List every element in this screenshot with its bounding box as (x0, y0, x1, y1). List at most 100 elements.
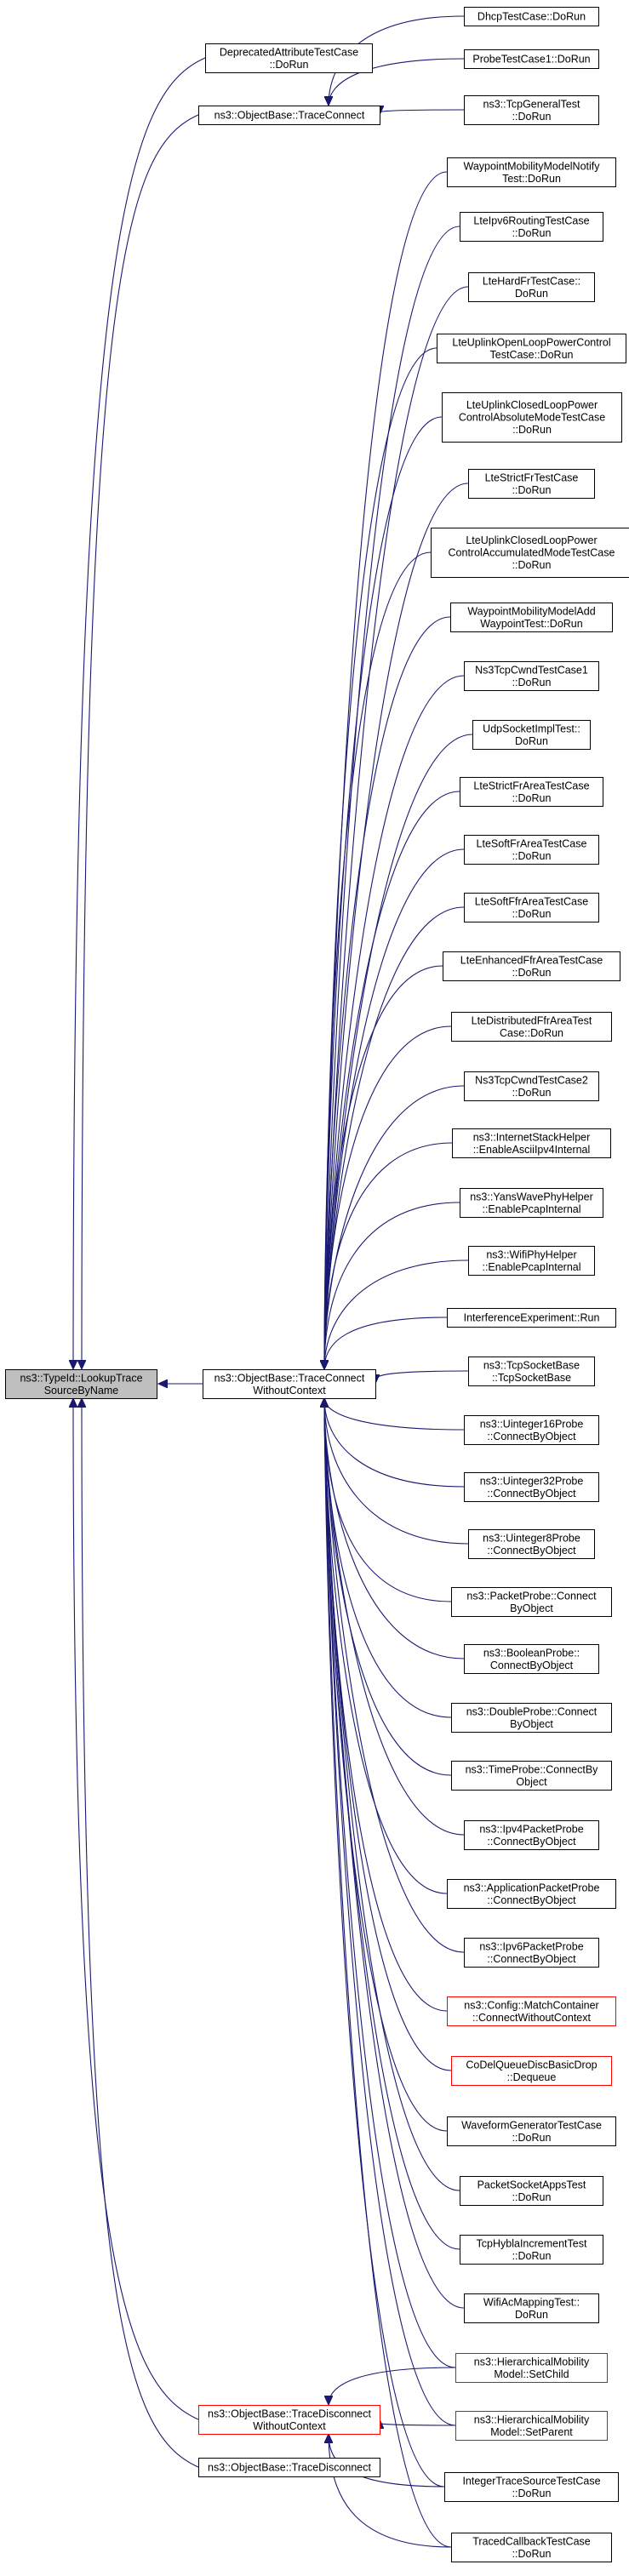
node-apppacketprobe[interactable]: ns3::ApplicationPacketProbe::ConnectByOb… (447, 1879, 616, 1909)
node-tcphybla[interactable]: TcpHyblaIncrementTest::DoRun (460, 2235, 603, 2265)
node-box[interactable] (447, 1996, 616, 2026)
node-doubleprobe[interactable]: ns3::DoubleProbe::ConnectByObject (451, 1703, 612, 1733)
node-packetprobe[interactable]: ns3::PacketProbe::ConnectByObject (451, 1587, 612, 1617)
node-ltesoftffrarea[interactable]: LteSoftFfrAreaTestCase::DoRun (464, 893, 599, 922)
node-tdwc[interactable]: ns3::ObjectBase::TraceDisconnectWithoutC… (198, 2405, 380, 2435)
node-box[interactable] (464, 1938, 599, 1968)
node-box[interactable] (444, 2472, 619, 2502)
node-box[interactable] (464, 49, 599, 69)
node-ltehardfr[interactable]: LteHardFrTestCase::DoRun (468, 272, 595, 302)
node-tracedcallback[interactable]: TracedCallbackTestCase::DoRun (451, 2533, 612, 2562)
node-udpsocket[interactable]: UdpSocketImplTest::DoRun (472, 720, 591, 750)
node-box[interactable] (451, 1587, 612, 1617)
node-wifiacmapping[interactable]: WifiAcMappingTest::DoRun (464, 2293, 599, 2323)
node-wpadd[interactable]: WaypointMobilityModelAddWaypointTest::Do… (450, 603, 613, 632)
node-uint8probe[interactable]: ns3::Uinteger8Probe::ConnectByObject (468, 1529, 595, 1559)
node-box[interactable] (468, 1529, 595, 1559)
node-box[interactable] (464, 1472, 599, 1502)
node-box[interactable] (451, 1703, 612, 1733)
node-box[interactable] (442, 392, 622, 443)
node-box[interactable] (5, 1369, 157, 1399)
node-ipv6packetprobe[interactable]: ns3::Ipv6PacketProbe::ConnectByObject (464, 1938, 599, 1968)
node-box[interactable] (464, 7, 599, 26)
node-interference[interactable]: InterferenceExperiment::Run (447, 1308, 616, 1328)
node-timeprobe[interactable]: ns3::TimeProbe::ConnectByObject (451, 1761, 612, 1791)
node-tcwc[interactable]: ns3::ObjectBase::TraceConnectWithoutCont… (203, 1369, 376, 1399)
node-box[interactable] (460, 1188, 603, 1218)
node-ipv4packetprobe[interactable]: ns3::Ipv4PacketProbe::ConnectByObject (464, 1820, 599, 1850)
node-booleanprobe[interactable]: ns3::BooleanProbe::ConnectByObject (464, 1644, 599, 1674)
node-tdisc[interactable]: ns3::ObjectBase::TraceDisconnect (198, 2458, 380, 2477)
node-box[interactable] (447, 157, 616, 187)
node-box[interactable] (447, 1308, 616, 1328)
node-lteenhffr[interactable]: LteEnhancedFfrAreaTestCase::DoRun (443, 951, 620, 981)
node-box[interactable] (451, 1761, 612, 1791)
node-lteulclosedacc[interactable]: LteUplinkClosedLoopPowerControlAccumulat… (431, 528, 629, 578)
node-box[interactable] (460, 212, 603, 242)
node-ltesoftfrarea[interactable]: LteSoftFrAreaTestCase::DoRun (464, 835, 599, 865)
node-ltestrictfr[interactable]: LteStrictFrTestCase::DoRun (468, 469, 595, 499)
node-box[interactable] (455, 2353, 608, 2383)
node-tcpsocketbase[interactable]: ns3::TcpSocketBase::TcpSocketBase (468, 1357, 595, 1386)
node-box[interactable] (443, 951, 620, 981)
node-box[interactable] (464, 893, 599, 922)
node-box[interactable] (464, 95, 599, 125)
node-box[interactable] (460, 2235, 603, 2265)
node-codel[interactable]: CoDelQueueDiscBasicDrop::Dequeue (451, 2056, 612, 2086)
node-yanswave[interactable]: ns3::YansWavePhyHelper::EnablePcapIntern… (460, 1188, 603, 1218)
node-box[interactable] (451, 2533, 612, 2562)
node-traceconnect[interactable]: ns3::ObjectBase::TraceConnect (198, 106, 380, 125)
node-matchcontainer[interactable]: ns3::Config::MatchContainer::ConnectWith… (447, 1996, 616, 2026)
node-box[interactable] (468, 1246, 595, 1276)
node-box[interactable] (450, 603, 613, 632)
node-ltipv6[interactable]: LteIpv6RoutingTestCase::DoRun (460, 212, 603, 242)
node-packetsocket[interactable]: PacketSocketAppsTest::DoRun (460, 2176, 603, 2206)
node-box[interactable] (198, 2458, 380, 2477)
node-ltestrictfrarea[interactable]: LteStrictFrAreaTestCase::DoRun (460, 777, 603, 807)
node-box[interactable] (464, 2293, 599, 2323)
node-box[interactable] (452, 1128, 611, 1158)
node-box[interactable] (460, 2176, 603, 2206)
node-box[interactable] (464, 1644, 599, 1674)
node-wifiphy[interactable]: ns3::WifiPhyHelper::EnablePcapInternal (468, 1246, 595, 1276)
node-box[interactable] (451, 1012, 612, 1042)
node-uint16probe[interactable]: ns3::Uinteger16Probe::ConnectByObject (464, 1415, 599, 1445)
node-box[interactable] (468, 272, 595, 302)
node-box[interactable] (468, 1357, 595, 1386)
node-tcpgeneral[interactable]: ns3::TcpGeneralTest::DoRun (464, 95, 599, 125)
node-box[interactable] (464, 1071, 599, 1101)
node-box[interactable] (464, 1820, 599, 1850)
node-box[interactable] (464, 835, 599, 865)
node-ns3tcpcwnd1[interactable]: Ns3TcpCwndTestCase1::DoRun (464, 661, 599, 691)
node-box[interactable] (464, 1415, 599, 1445)
node-box[interactable] (451, 2056, 612, 2086)
node-box[interactable] (447, 1879, 616, 1909)
node-inetstack[interactable]: ns3::InternetStackHelper::EnableAsciiIpv… (452, 1128, 611, 1158)
node-box[interactable] (431, 528, 629, 578)
node-box[interactable] (447, 2116, 616, 2146)
node-box[interactable] (472, 720, 591, 750)
node-hiersetparent[interactable]: ns3::HierarchicalMobilityModel::SetParen… (455, 2411, 608, 2441)
node-dhcp[interactable]: DhcpTestCase::DoRun (464, 7, 599, 26)
node-box[interactable] (203, 1369, 376, 1399)
node-box[interactable] (455, 2411, 608, 2441)
node-box[interactable] (460, 777, 603, 807)
node-box[interactable] (464, 661, 599, 691)
node-probe1[interactable]: ProbeTestCase1::DoRun (464, 49, 599, 69)
node-box[interactable] (468, 469, 595, 499)
node-lteulopen[interactable]: LteUplinkOpenLoopPowerControlTestCase::D… (437, 334, 626, 363)
node-waveform[interactable]: WaveformGeneratorTestCase::DoRun (447, 2116, 616, 2146)
node-box[interactable] (205, 43, 373, 73)
node-box[interactable] (437, 334, 626, 363)
node-uint32probe[interactable]: ns3::Uinteger32Probe::ConnectByObject (464, 1472, 599, 1502)
node-lteulclosedabs[interactable]: LteUplinkClosedLoopPowerControlAbsoluteM… (442, 392, 622, 443)
node-ns3tcpcwnd2[interactable]: Ns3TcpCwndTestCase2::DoRun (464, 1071, 599, 1101)
node-box[interactable] (198, 2405, 380, 2435)
node-deprecated[interactable]: DeprecatedAttributeTestCase::DoRun (205, 43, 373, 73)
node-integertrace[interactable]: IntegerTraceSourceTestCase::DoRun (444, 2472, 619, 2502)
node-box[interactable] (198, 106, 380, 125)
